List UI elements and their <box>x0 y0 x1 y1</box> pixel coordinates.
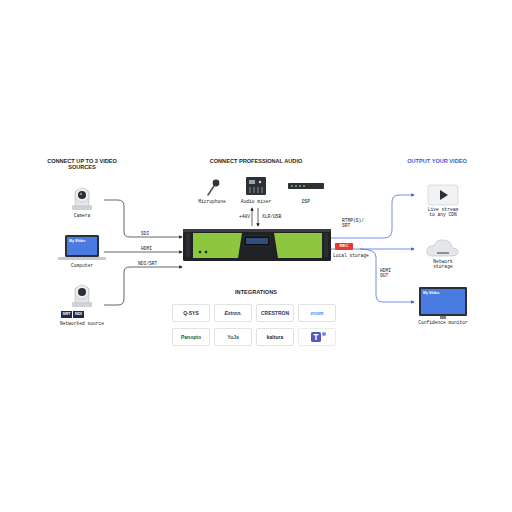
sdi-wire <box>104 200 182 237</box>
logo-tile: CRESTRON <box>256 304 294 322</box>
logo-text: Extron. <box>224 310 241 316</box>
logo-tile: Q-SYS <box>172 304 210 322</box>
logo-tile: zoom <box>298 304 336 322</box>
connector-label: XLR/USB <box>262 214 292 219</box>
live-stream-icon <box>428 185 458 205</box>
audio-up-arrow <box>252 208 253 226</box>
monitor-icon <box>419 287 467 319</box>
logo-text: Q-SYS <box>183 310 199 316</box>
section-heading: CONNECT PROFESSIONAL AUDIO <box>186 158 326 164</box>
signal-label: HDMI OUT <box>380 268 394 279</box>
output-label: Confidence monitor <box>418 320 468 325</box>
ndi-wire <box>104 267 182 305</box>
logo-text: zoom <box>310 310 323 316</box>
logo-text: kaltura <box>267 334 283 340</box>
storage-label: Local storage <box>333 253 373 258</box>
signal-label: HDMI <box>141 246 171 251</box>
camera-icon <box>72 188 92 210</box>
hdmi-wire <box>104 252 182 253</box>
power-label: +48V <box>226 214 250 219</box>
logo-text: YuJa <box>227 334 239 340</box>
logo-text: Panopto <box>181 334 201 340</box>
audio-mixer-icon <box>246 177 266 195</box>
source-label: Camera <box>57 213 107 218</box>
audio-label: Audio mixer <box>236 199 276 204</box>
record-badge: REC <box>335 243 353 250</box>
logo-tile: YuJa <box>214 328 252 346</box>
output-label: Live stream to any CDN <box>425 207 461 218</box>
audio-label: DSP <box>291 199 321 204</box>
teams-tile <box>298 328 335 345</box>
output-label: Network storage <box>423 259 463 270</box>
logo-text: CRESTRON <box>261 310 289 316</box>
computer-icon <box>58 235 106 260</box>
dsp-icon <box>288 183 324 189</box>
section-heading: INTEGRATIONS <box>206 289 306 295</box>
section-heading: OUTPUT YOUR VIDEO <box>395 158 479 164</box>
logo-tile: Panopto <box>172 328 210 346</box>
logo-tile: kaltura <box>256 328 294 346</box>
audio-down-arrow <box>258 208 259 226</box>
stream-wire <box>331 195 414 238</box>
section-heading: CONNECT UP TO 3 VIDEO SOURCES <box>40 158 124 171</box>
microphone-icon <box>208 180 219 195</box>
screen-text: My Slides <box>69 239 97 243</box>
encoder-device <box>183 229 331 261</box>
protocol-badge: SRT <box>61 311 72 318</box>
source-label: Computer <box>57 263 107 268</box>
protocol-badge: NDI <box>73 311 84 318</box>
logo-tile: Extron. <box>214 304 252 322</box>
cloud-storage-icon <box>427 240 458 256</box>
screen-text: My Slides <box>423 291 453 295</box>
signal-label: NDI/SRT <box>138 261 168 266</box>
audio-label: Microphone <box>192 199 232 204</box>
signal-label: RTMP(S)/SRT <box>342 218 365 229</box>
network-camera-icon <box>72 285 92 307</box>
signal-label: SDI <box>141 231 171 236</box>
source-label: Networked source <box>52 321 112 326</box>
